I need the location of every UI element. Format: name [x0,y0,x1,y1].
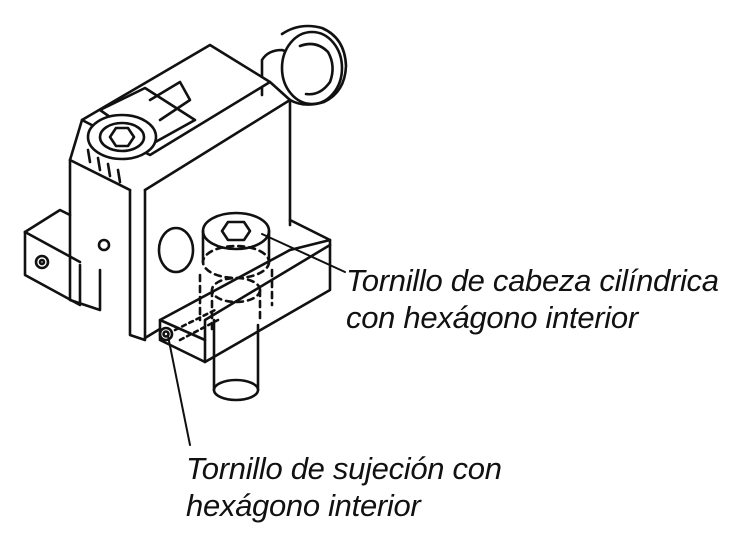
cap-screw-label-line2: con hexágono interior [346,300,638,335]
cap-screw-label: Tornillo de cabeza cilíndrica con hexágo… [346,262,719,336]
base-block [158,218,332,364]
set-screw-label-line2: hexágono interior [186,488,421,523]
side-bracket [23,208,111,307]
set-screw-label: Tornillo de sujeción con hexágono interi… [186,450,502,524]
set-screw-label-line1: Tornillo de sujeción con [186,451,502,486]
cap-screw-label-line1: Tornillo de cabeza cilíndrica [346,263,719,298]
adjustment-knob [260,24,348,106]
leader-line-set-screw [167,335,191,446]
top-clamp-screw [86,80,197,184]
set-screw [173,308,220,342]
leader-line-cap-screw [261,233,346,273]
front-bore [157,226,195,274]
